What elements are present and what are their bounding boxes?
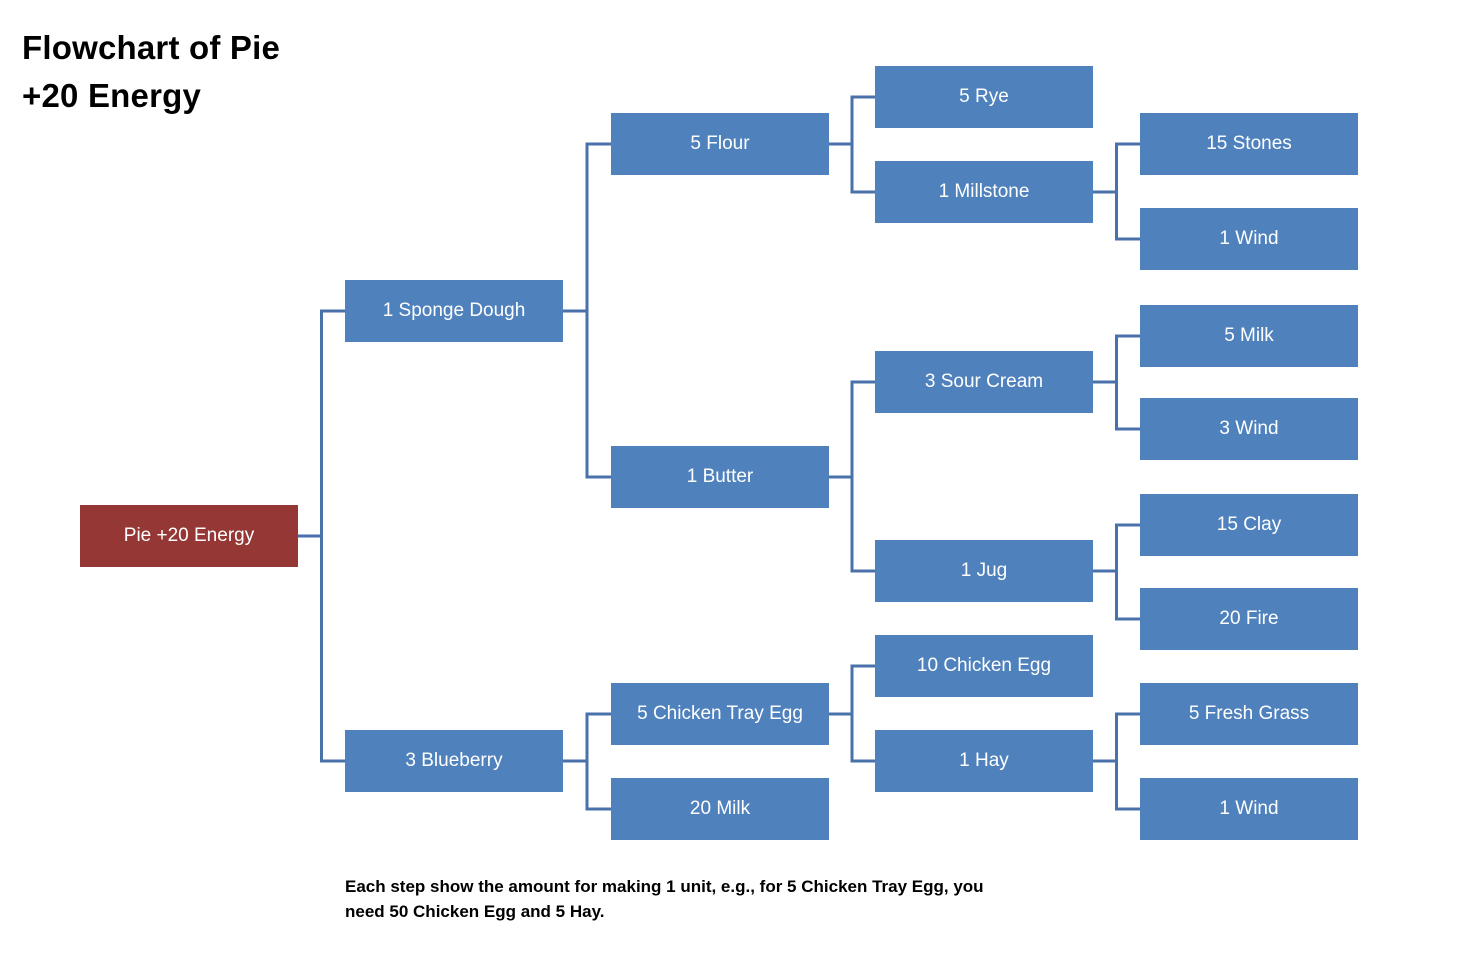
node-label: 15 Clay: [1216, 514, 1282, 535]
node-label: 5 Flour: [690, 133, 750, 154]
node-sour-cream: 3 Sour Cream: [875, 351, 1093, 413]
node-milk-5: 5 Milk: [1140, 305, 1358, 367]
node-label: 5 Fresh Grass: [1188, 703, 1310, 724]
node-chicken-tray-egg: 5 Chicken Tray Egg: [611, 683, 829, 745]
node-stones: 15 Stones: [1140, 113, 1358, 175]
node-label: 1 Wind: [1219, 228, 1279, 249]
node-fresh-grass: 5 Fresh Grass: [1140, 683, 1358, 745]
title-line-1: Flowchart of Pie: [22, 29, 281, 66]
node-label: 1 Jug: [960, 560, 1008, 581]
node-wind-3: 3 Wind: [1140, 398, 1358, 460]
node-label: 15 Stones: [1206, 133, 1292, 154]
node-label: Pie +20 Energy: [123, 525, 255, 546]
node-milk-20: 20 Milk: [611, 778, 829, 840]
node-flour: 5 Flour: [611, 113, 829, 175]
title-line-2: +20 Energy: [22, 77, 202, 114]
node-clay: 15 Clay: [1140, 494, 1358, 556]
node-butter: 1 Butter: [611, 446, 829, 508]
node-label: 1 Hay: [959, 750, 1009, 771]
node-rye: 5 Rye: [875, 66, 1093, 128]
node-pie: Pie +20 Energy: [80, 505, 298, 567]
node-label: 5 Chicken Tray Egg: [637, 703, 803, 724]
node-label: 1 Wind: [1219, 798, 1279, 819]
node-sponge-dough: 1 Sponge Dough: [345, 280, 563, 342]
node-chicken-egg: 10 Chicken Egg: [875, 635, 1093, 697]
footnote: Each step show the amount for making 1 u…: [345, 874, 984, 924]
node-label: 20 Fire: [1219, 608, 1279, 629]
node-millstone: 1 Millstone: [875, 161, 1093, 223]
node-label: 1 Millstone: [938, 181, 1030, 202]
node-label: 3 Wind: [1219, 418, 1279, 439]
node-wind-1b: 1 Wind: [1140, 778, 1358, 840]
node-label: 20 Milk: [689, 798, 751, 819]
node-label: 1 Butter: [686, 466, 754, 487]
node-label: 3 Sour Cream: [924, 371, 1044, 392]
node-label: 3 Blueberry: [405, 750, 503, 771]
node-label: 1 Sponge Dough: [382, 300, 526, 321]
node-jug: 1 Jug: [875, 540, 1093, 602]
page-title: Flowchart of Pie +20 Energy: [22, 24, 280, 120]
node-blueberry: 3 Blueberry: [345, 730, 563, 792]
node-label: 5 Milk: [1224, 325, 1274, 346]
node-label: 10 Chicken Egg: [916, 655, 1052, 676]
node-wind-1a: 1 Wind: [1140, 208, 1358, 270]
footnote-line-1: Each step show the amount for making 1 u…: [345, 877, 984, 896]
node-hay: 1 Hay: [875, 730, 1093, 792]
node-label: 5 Rye: [959, 86, 1009, 107]
footnote-line-2: need 50 Chicken Egg and 5 Hay.: [345, 902, 605, 921]
node-fire: 20 Fire: [1140, 588, 1358, 650]
